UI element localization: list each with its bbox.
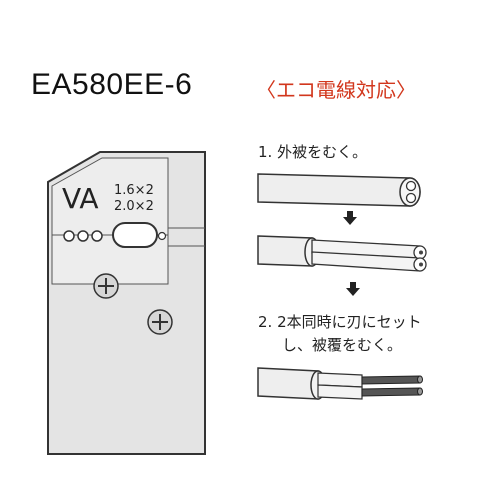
step2-instruction-line1: 2. 2本同時に刃にセット xyxy=(258,313,422,331)
blade-size-label-1: 1.6×2 xyxy=(114,183,154,198)
arrow-down-1-icon xyxy=(343,211,357,225)
blade-type-label: VA xyxy=(62,182,99,215)
eco-wire-compatible-label: 〈エコ電線対応〉 xyxy=(256,78,416,102)
screw-upper xyxy=(93,273,119,299)
screw-lower xyxy=(147,309,173,335)
model-number: EA580EE-6 xyxy=(31,68,193,101)
tool-inner-panel xyxy=(51,157,169,285)
blade-size-label-2: 2.0×2 xyxy=(114,199,154,214)
cable-step1-sheath-stripped xyxy=(257,235,427,272)
step2-instruction-line2: し、被覆をむく。 xyxy=(282,336,403,354)
cable-step2-conductors-stripped xyxy=(257,367,423,400)
stripper-tool: VA 1.6×2 2.0×2 xyxy=(47,151,206,455)
cable-step1-full xyxy=(257,173,421,207)
step1-instruction: 1. 外被をむく。 xyxy=(258,143,368,161)
blade-notches xyxy=(52,222,168,248)
arrow-down-2-icon xyxy=(346,282,360,296)
